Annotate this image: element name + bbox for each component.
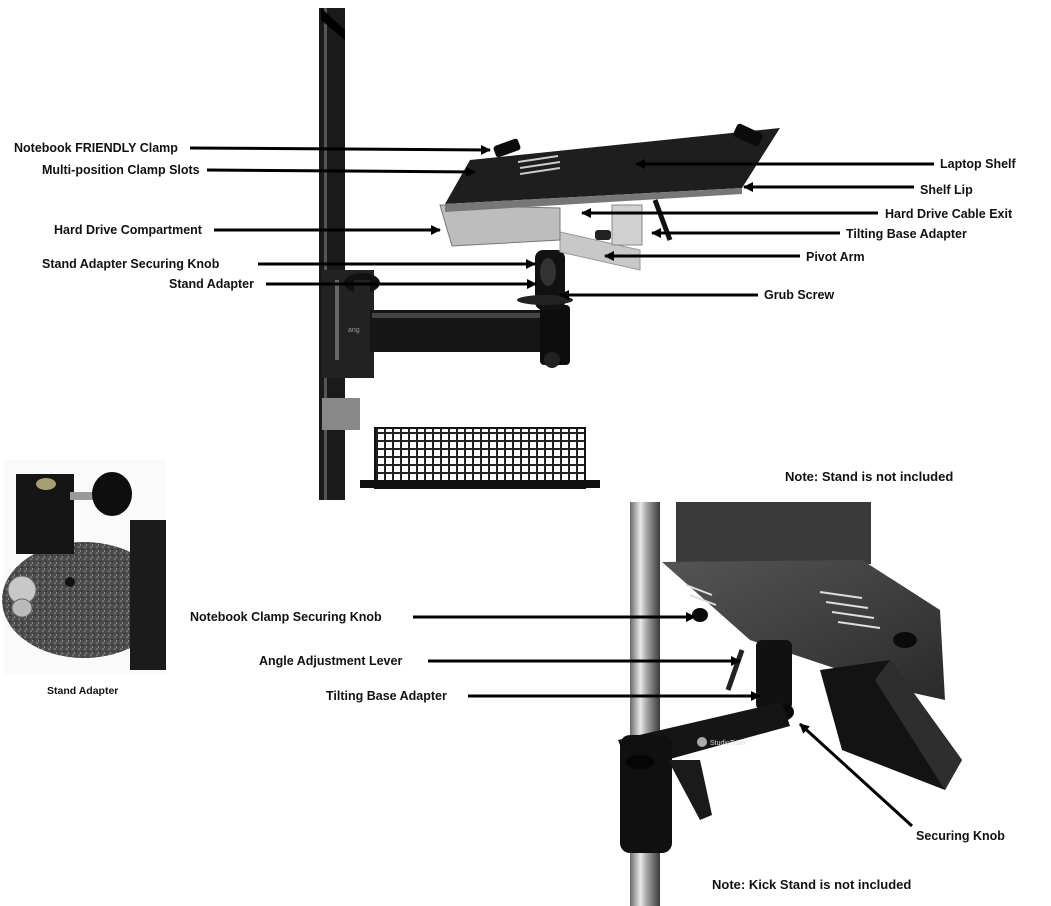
top-product-photo: ang (319, 8, 780, 500)
arrow-clamp-slots (206, 166, 476, 177)
label-stand-adapter: Stand Adapter (169, 277, 254, 291)
label-notebook-friendly-clamp: Notebook FRIENDLY Clamp (14, 141, 178, 155)
adapter-knob (92, 472, 132, 516)
notebook-clamp-knob (692, 608, 708, 622)
note-kick-stand-not-included: Note: Kick Stand is not included (712, 877, 912, 892)
label-hard-drive-cable-exit: Hard Drive Cable Exit (885, 207, 1013, 221)
bottom-product-photo: StudioTitan (618, 502, 962, 906)
label-shelf-lip: Shelf Lip (920, 183, 973, 197)
label-angle-adjustment-lever: Angle Adjustment Lever (259, 654, 403, 668)
tilting-adapter (756, 640, 792, 710)
label-tilting-base-adapter-top: Tilting Base Adapter (846, 227, 967, 241)
arrow-securing-knob (798, 722, 914, 828)
label-notebook-clamp-securing-knob: Notebook Clamp Securing Knob (190, 610, 382, 624)
label-multi-position-clamp-slots: Multi-position Clamp Slots (42, 163, 200, 177)
arrow-notebook-friendly-clamp (189, 144, 491, 155)
laptop-screen (676, 502, 871, 564)
pole-clamp (620, 735, 672, 853)
laptop-shelf (445, 128, 780, 204)
label-pivot-arm: Pivot Arm (806, 250, 865, 264)
stand-adapter-photo (2, 460, 166, 674)
leader-arrows (189, 144, 934, 828)
wire-basket (374, 427, 586, 489)
label-securing-knob: Securing Knob (916, 829, 1005, 843)
notebook-clamp-right (733, 123, 763, 147)
caption-stand-adapter: Stand Adapter (47, 685, 119, 697)
label-hard-drive-compartment: Hard Drive Compartment (54, 223, 202, 237)
notebook-clamp-left (493, 138, 521, 158)
label-laptop-shelf: Laptop Shelf (940, 157, 1016, 171)
studio-titan-logo: StudioTitan (710, 740, 745, 747)
svg-text:ang: ang (348, 327, 360, 334)
note-stand-not-included: Note: Stand is not included (785, 469, 954, 484)
granite-base (2, 542, 166, 658)
label-stand-adapter-securing-knob: Stand Adapter Securing Knob (42, 257, 220, 271)
label-grub-screw: Grub Screw (764, 288, 835, 302)
label-tilting-base-adapter-bottom: Tilting Base Adapter (326, 689, 447, 703)
